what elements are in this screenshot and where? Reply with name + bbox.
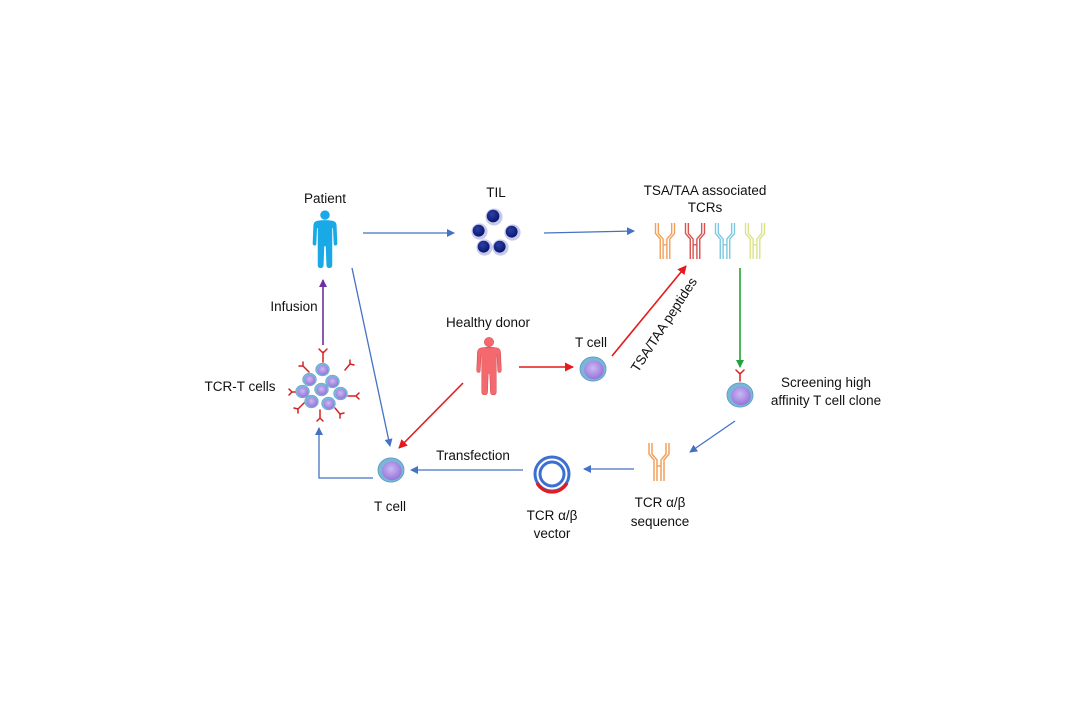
til-label: TIL bbox=[486, 185, 506, 200]
tcrs-label-line2: TCRs bbox=[688, 200, 723, 215]
tcr-receptor-icon bbox=[648, 442, 670, 482]
arrow-screening-to-sequence bbox=[689, 420, 736, 453]
screening-cell-group bbox=[726, 369, 754, 408]
transfection-label: Transfection bbox=[436, 448, 510, 463]
tcr-receptors-group bbox=[654, 222, 766, 260]
sequence-label-line2: sequence bbox=[631, 514, 690, 529]
patient-icon bbox=[312, 210, 338, 268]
tcrs-label-line1: TSA/TAA associated bbox=[644, 183, 767, 198]
arrow-donor-to-tcell-bottom bbox=[398, 382, 464, 449]
tcr-receptor-icon bbox=[684, 222, 706, 260]
tcr-receptor-icon bbox=[744, 222, 766, 260]
t-cell-icon bbox=[302, 372, 317, 387]
tcell-bottom-label: T cell bbox=[374, 499, 406, 514]
t-cell-icon bbox=[579, 356, 607, 382]
arrow-til-to-tcrs bbox=[543, 227, 635, 236]
tcr-receptor-icon bbox=[714, 222, 736, 260]
t-cell-icon bbox=[314, 382, 329, 397]
t-cell-icon bbox=[315, 362, 330, 377]
vector-label-line2: vector bbox=[534, 526, 571, 541]
t-cell-icon bbox=[304, 394, 319, 409]
tcr-t-cells-cluster bbox=[288, 348, 360, 422]
tcr-receptor-icon bbox=[654, 222, 676, 260]
tcr-t-cells-label: TCR-T cells bbox=[204, 379, 275, 394]
plasmid-vector-icon bbox=[533, 455, 571, 494]
til-cluster-icon bbox=[471, 208, 521, 256]
healthy-donor-icon bbox=[476, 337, 502, 395]
screening-label-line1: Screening high bbox=[781, 375, 871, 390]
t-cell-icon bbox=[321, 396, 336, 411]
screening-label-line2: affinity T cell clone bbox=[771, 393, 881, 408]
arrow-tcell-to-tcrs bbox=[611, 265, 687, 357]
sequence-label-line1: TCR α/β bbox=[635, 495, 686, 510]
arrow-patient-to-tcell bbox=[351, 267, 393, 447]
infusion-label: Infusion bbox=[270, 299, 317, 314]
vector-label-line1: TCR α/β bbox=[527, 508, 578, 523]
t-cell-icon bbox=[726, 382, 754, 408]
t-cell-icon bbox=[377, 457, 405, 483]
arrow-tcell-to-tcrt-cells bbox=[315, 427, 373, 479]
t-cell-icon bbox=[333, 386, 348, 401]
patient-label: Patient bbox=[304, 191, 346, 206]
healthy-donor-label: Healthy donor bbox=[446, 315, 531, 330]
tcell-donor-label: T cell bbox=[575, 335, 607, 350]
